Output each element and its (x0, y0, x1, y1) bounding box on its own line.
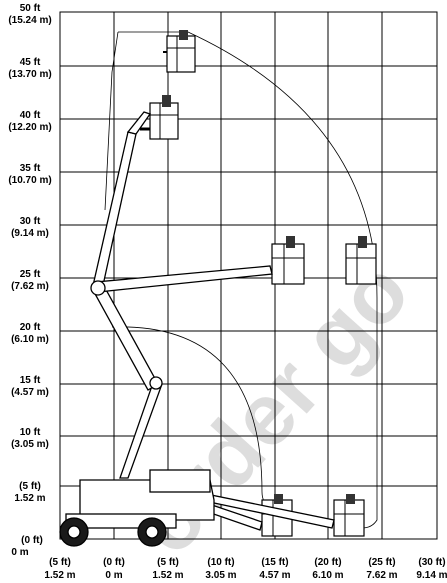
x-label-m: 4.57 m (259, 570, 290, 581)
x-label-ft: (20 ft) (314, 557, 341, 568)
y-label-m: (9.14 m) (11, 228, 49, 239)
upper-boom-horizontal (95, 265, 273, 293)
x-label-m: 0 m (105, 570, 122, 581)
y-label-m: (3.05 m) (11, 439, 49, 450)
x-label-m: 1.52 m (44, 570, 75, 581)
work-envelope (104, 31, 378, 529)
y-axis-labels: 50 ft(15.24 m) 45 ft(13.70 m) 40 ft(12.20 … (8, 3, 51, 558)
inner-envelope-curve (111, 326, 263, 493)
y-label-m: (6.10 m) (11, 334, 49, 345)
y-label-m: (10.70 m) (8, 175, 51, 186)
y-label-m: (4.57 m) (11, 387, 49, 398)
basket-40ft (140, 95, 179, 140)
y-label-m: 1.52 m (14, 493, 45, 504)
x-label-ft: (15 ft) (261, 557, 288, 568)
y-label-m: (15.24 m) (8, 15, 51, 26)
x-label-m: 7.62 m (366, 570, 397, 581)
y-label-ft: 35 ft (20, 163, 41, 174)
counterweight (149, 469, 211, 493)
x-axis-labels: (5 ft) 1.52 m (0 ft) 0 m (5 ft) 1.52 m (10 ft)… (44, 557, 447, 581)
x-label-m: 3.05 m (205, 570, 236, 581)
x-label-ft: (0 ft) (103, 557, 125, 568)
y-label-m: (7.62 m) (11, 281, 49, 292)
x-label-ft: (10 ft) (207, 557, 234, 568)
machine-chassis (59, 469, 215, 547)
basket-low-max (333, 494, 365, 537)
y-label-ft: 15 ft (20, 375, 41, 386)
y-label-ft: 20 ft (20, 322, 41, 333)
y-label-m: 0 m (11, 547, 28, 558)
x-label-ft: (5 ft) (157, 557, 179, 568)
y-label-ft: 40 ft (20, 110, 41, 121)
y-label-ft: 25 ft (20, 269, 41, 280)
basket-25ft-mid (271, 236, 305, 285)
x-label-m: 1.52 m (152, 570, 183, 581)
y-label-m: (13.70 m) (8, 69, 51, 80)
x-label-m: 9.14 m (416, 570, 447, 581)
x-label-m: 6.10 m (312, 570, 343, 581)
boom-pivot (90, 280, 106, 296)
basket-25ft-max (345, 236, 377, 285)
outer-envelope-left-edge (104, 31, 119, 211)
mid-boom (93, 285, 159, 391)
outer-envelope-curve (118, 31, 378, 529)
y-label-ft: 50 ft (20, 3, 41, 14)
jib-upper (126, 111, 152, 135)
y-label-ft: 30 ft (20, 216, 41, 227)
x-label-ft: (25 ft) (368, 557, 395, 568)
y-label-ft: (5 ft) (19, 481, 41, 492)
x-label-ft: (30 ft) (418, 557, 445, 568)
y-label-m: (12.20 m) (8, 122, 51, 133)
elbow-pivot (149, 376, 163, 390)
y-label-ft: 10 ft (20, 427, 41, 438)
y-label-ft: (0 ft) (21, 535, 43, 546)
x-label-ft: (5 ft) (49, 557, 71, 568)
y-label-ft: 45 ft (20, 57, 41, 68)
basket-top (163, 30, 196, 73)
